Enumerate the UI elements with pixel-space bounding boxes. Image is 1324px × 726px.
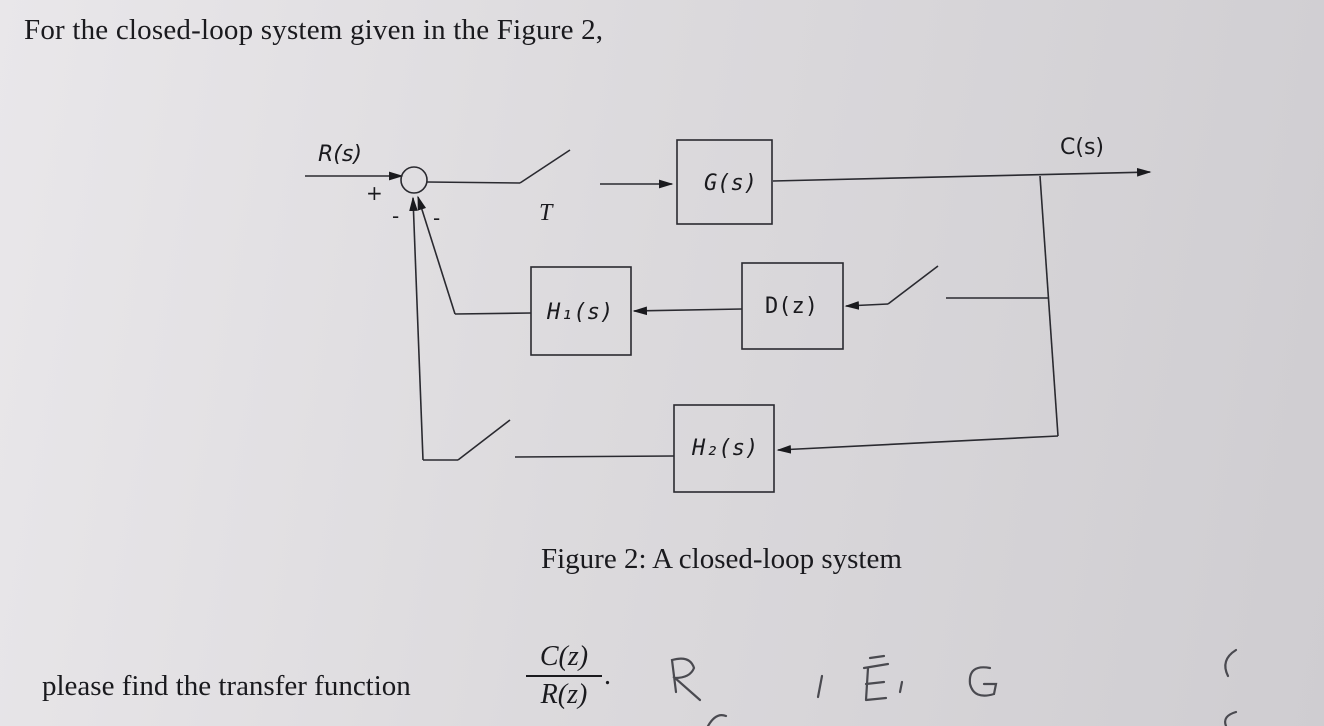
d-to-h1-line xyxy=(632,306,743,316)
minus-sign-2: - xyxy=(433,206,440,230)
block-h2-label: H₂(s) xyxy=(691,436,758,461)
feedback-vertical-line xyxy=(1039,175,1059,437)
to-h2-line xyxy=(776,435,1059,454)
to-d-line xyxy=(844,301,889,310)
h1-to-sum-line xyxy=(417,195,456,315)
h2-to-sum-line xyxy=(409,196,424,461)
input-label: R(s) xyxy=(318,142,362,167)
intro-text: For the closed-loop system given in the … xyxy=(24,14,604,46)
handwriting-marks xyxy=(670,648,1238,726)
transfer-function-fraction: C(z) R(z) xyxy=(526,640,602,712)
sum-to-sampler-line xyxy=(426,181,521,184)
h2-out-line xyxy=(514,455,675,458)
block-h1 xyxy=(530,266,632,356)
block-d xyxy=(741,262,844,350)
block-d-label: D(z) xyxy=(765,294,818,319)
h1-out-line xyxy=(454,312,532,315)
sampler-t-switch xyxy=(519,149,571,184)
minus-sign-1: - xyxy=(392,204,399,228)
output-line xyxy=(772,167,1152,182)
sampler-d-switch xyxy=(887,265,939,305)
fraction-denominator: R(z) xyxy=(540,679,588,710)
sampler-label: T xyxy=(539,200,554,226)
plus-sign: + xyxy=(366,181,383,205)
question-text: please find the transfer function xyxy=(42,670,411,702)
block-g xyxy=(676,139,773,225)
block-h1-label: H₁(s) xyxy=(546,300,613,325)
question-period: . xyxy=(604,660,611,691)
block-g-label: G(s) xyxy=(704,171,757,196)
figure-caption: Figure 2: A closed-loop system xyxy=(541,543,902,575)
block-h2 xyxy=(673,404,775,493)
output-label: C(s) xyxy=(1060,135,1104,160)
fraction-bar xyxy=(526,675,602,677)
fraction-numerator: C(z) xyxy=(539,641,589,672)
sampler-h2-switch xyxy=(457,419,511,461)
summing-junction xyxy=(400,166,428,194)
